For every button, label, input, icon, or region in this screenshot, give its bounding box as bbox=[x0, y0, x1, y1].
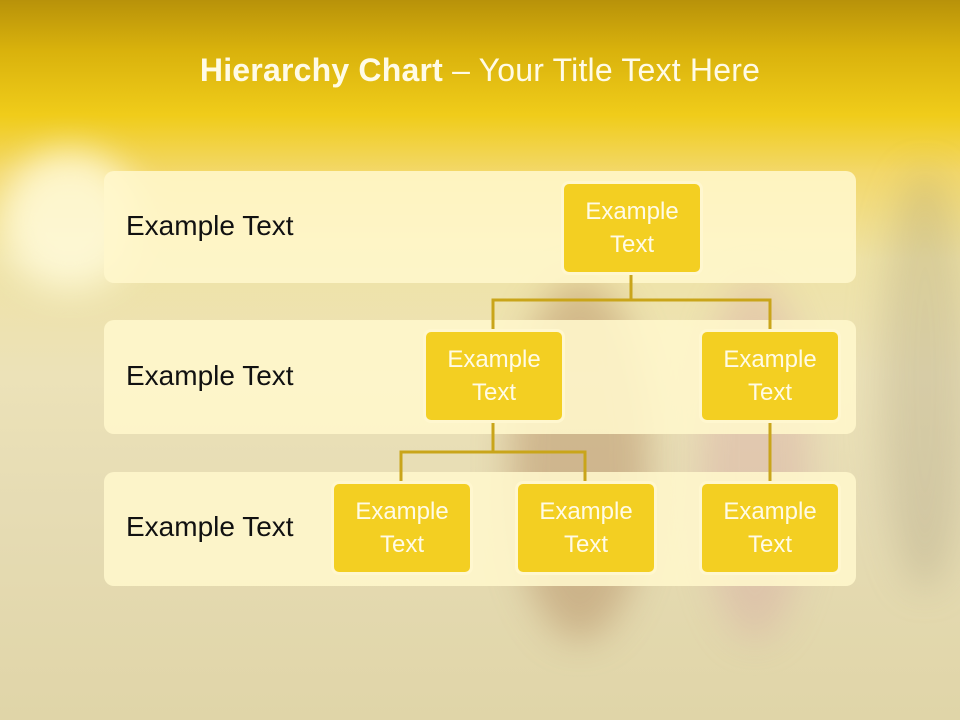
node-mid-right[interactable]: Example Text bbox=[699, 329, 841, 423]
node-mid-left[interactable]: Example Text bbox=[423, 329, 565, 423]
level-band-1 bbox=[104, 171, 856, 283]
connector-root-to-mid bbox=[491, 274, 772, 330]
title-rest: Your Title Text Here bbox=[478, 52, 761, 88]
node-leaf-3[interactable]: Example Text bbox=[699, 481, 841, 575]
node-root-label: Example Text bbox=[585, 198, 679, 258]
node-leaf-3-label: Example Text bbox=[723, 498, 817, 558]
node-mid-right-label: Example Text bbox=[723, 346, 817, 406]
level-label-2: Example Text bbox=[126, 360, 294, 391]
level-label-1: Example Text bbox=[126, 210, 294, 241]
title-bold-part: Hierarchy Chart bbox=[199, 52, 443, 88]
background-path-shadow bbox=[880, 170, 960, 590]
title-dash: – bbox=[443, 52, 479, 88]
node-mid-left-label: Example Text bbox=[447, 346, 541, 406]
node-root[interactable]: Example Text bbox=[561, 181, 703, 275]
slide-title: Hierarchy Chart – Your Title Text Here bbox=[0, 52, 960, 89]
connector-midleft-to-leaves bbox=[399, 422, 587, 482]
node-leaf-2-label: Example Text bbox=[539, 498, 633, 558]
node-leaf-1[interactable]: Example Text bbox=[331, 481, 473, 575]
level-label-3: Example Text bbox=[126, 511, 294, 542]
node-leaf-2[interactable]: Example Text bbox=[515, 481, 657, 575]
node-leaf-1-label: Example Text bbox=[355, 498, 449, 558]
